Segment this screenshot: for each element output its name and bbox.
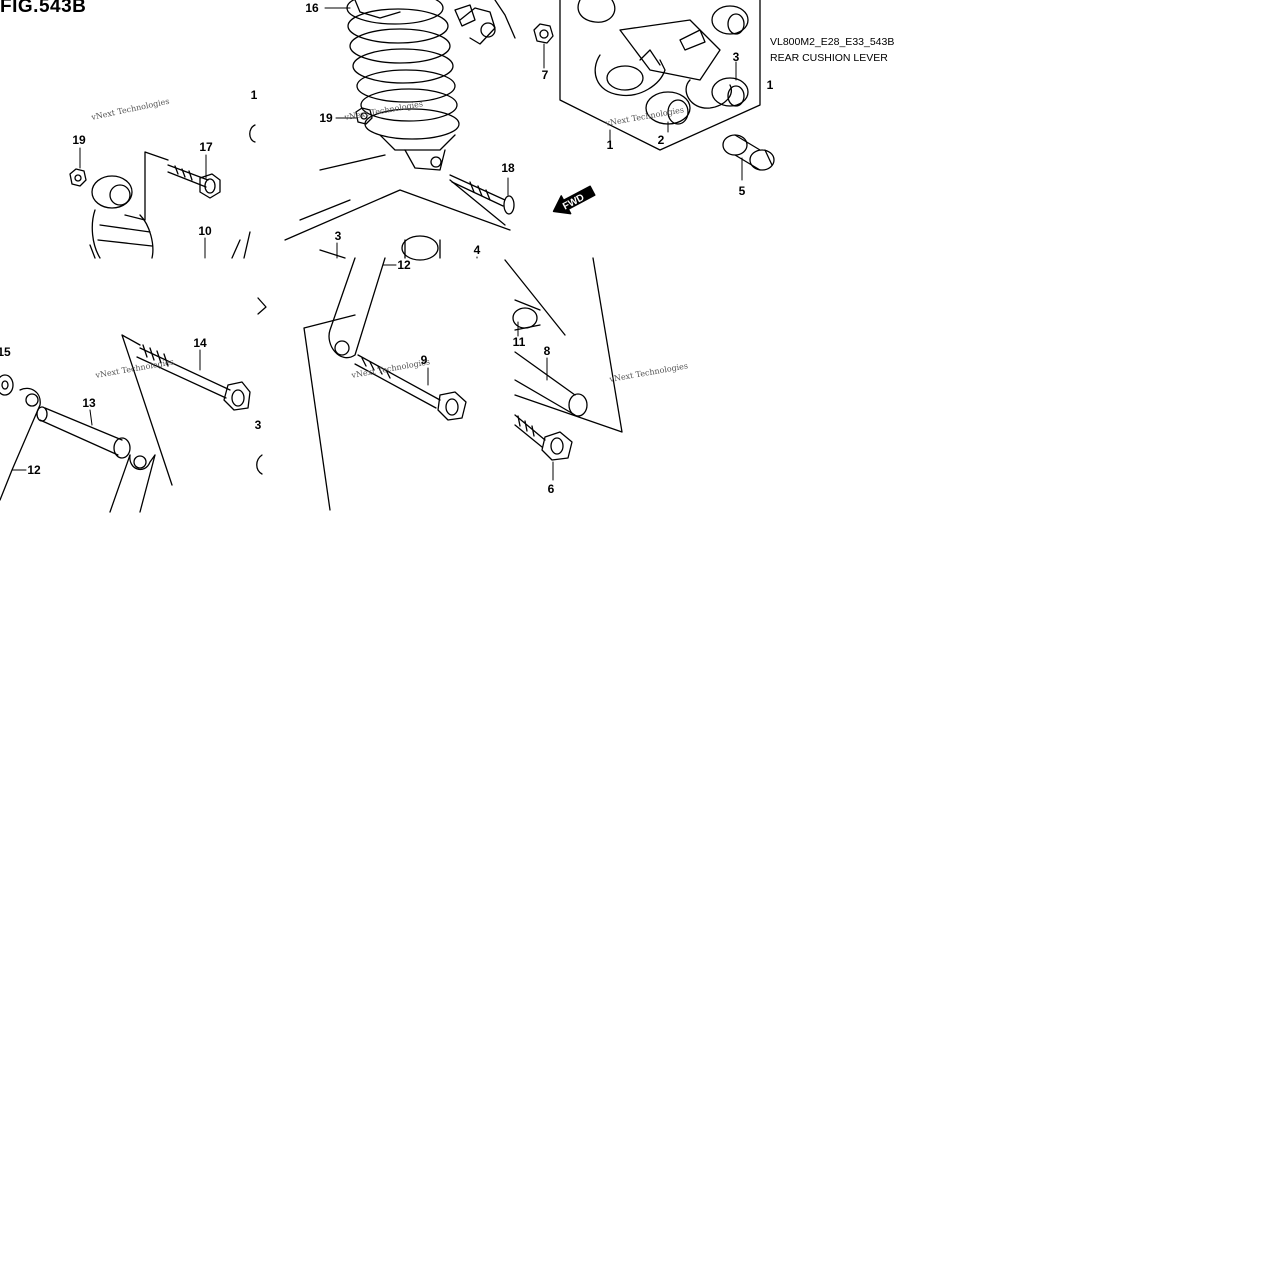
callout-c2: 2 [658,133,665,147]
collar-13 [36,406,131,459]
watermark-1: vNext Technologies [90,97,171,123]
bushing-8 [514,351,588,417]
callout-c14: 14 [193,336,207,350]
callout-c9: 9 [421,353,428,367]
cushion-lever [559,0,761,151]
watermark-3: vNext Technologies [604,105,685,128]
bolt-17 [167,164,221,199]
callout-c19b: 19 [72,133,86,147]
frame-line-left [121,334,173,486]
callout-c5: 5 [739,184,746,198]
callout-c18: 18 [501,161,515,175]
callout-c10: 10 [198,224,212,238]
connecting-rod-12-left [0,387,156,513]
callout-c11: 11 [513,335,526,349]
frame-line-right [514,257,623,433]
lever-spacer-box [284,154,511,261]
callout-c15: 15 [0,345,11,359]
watermark-5: vNext Technologies [350,357,431,380]
frame-edge-left [231,231,251,259]
bolt-14 [136,344,251,411]
callout-c8: 8 [544,344,551,358]
callout-c12a: 12 [397,258,411,272]
part-edge-1 [249,124,256,143]
connecting-rod-12-center [303,257,386,511]
callout-c6: 6 [548,482,555,496]
watermarks: vNext Technologies vNext Technologies vN… [90,97,689,385]
callout-c1c: 1 [767,78,774,92]
nut-15 [0,374,14,396]
fwd-label: FWD [561,192,586,212]
collar-11 [504,259,566,336]
callout-c7: 7 [542,68,549,82]
bracket-17 [124,151,169,221]
marker-chevron [257,297,267,315]
watermark-6: vNext Technologies [608,361,689,384]
callout-c4: 4 [474,243,481,257]
bolt-9 [354,354,467,421]
callout-c1b: 1 [251,88,258,102]
shock-spring [346,0,460,171]
callout-c16: 16 [305,1,319,15]
figure-name: REAR CUSHION LEVER [770,52,888,64]
shock-absorber-lower [89,175,154,259]
callout-c17: 17 [199,140,213,154]
forward-arrow-icon: FWD [552,185,596,215]
figure-title: FIG.543B [0,0,87,17]
nut-19-upper [355,107,373,125]
figure-code: VL800M2_E28_E33_543B [770,36,895,48]
callout-c13: 13 [82,396,96,410]
callout-c3a: 3 [733,50,740,64]
nut-7 [533,23,554,44]
callout-c3c: 3 [255,418,262,432]
callout-c1a: 1 [607,138,614,152]
part-edge-2 [256,454,263,475]
nut-19-left [69,168,87,187]
upper-link-plate [454,0,516,45]
callout-c19a: 19 [319,111,333,125]
bolt-18 [449,174,515,215]
callout-c12b: 12 [27,463,41,477]
spacer-5 [722,134,775,175]
bolt-6 [514,414,573,461]
callout-c3b: 3 [335,229,342,243]
leader-lines [11,7,743,481]
